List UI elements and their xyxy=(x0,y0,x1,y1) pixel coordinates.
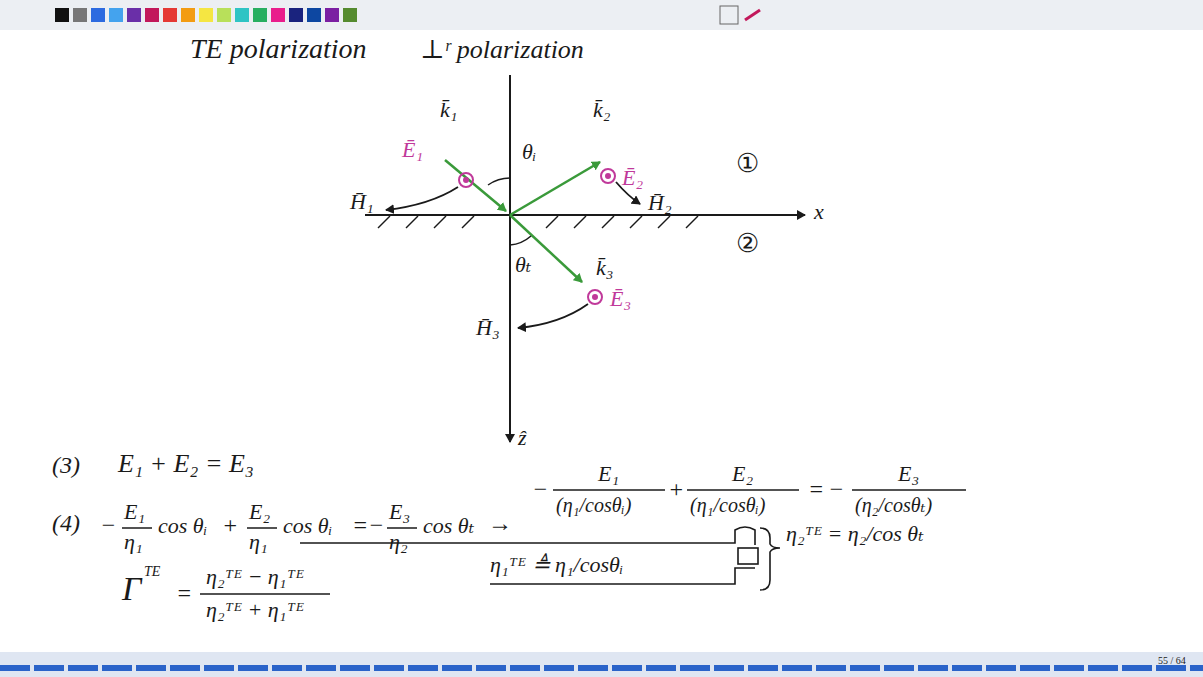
equation-term: E₃ xyxy=(898,462,919,486)
equation-term: = xyxy=(176,580,192,606)
equation-term: η₁ xyxy=(249,530,268,554)
equation-term: + xyxy=(222,512,238,538)
field-label: H̄₁ xyxy=(350,190,374,214)
transmitted-wave-vector xyxy=(510,215,582,282)
incidence-angle-arc xyxy=(488,178,510,185)
toolbar xyxy=(0,0,1203,30)
field-label: Ē₂ xyxy=(622,166,643,190)
h-field-vectors xyxy=(386,182,640,328)
equation-term: → xyxy=(488,510,512,536)
field-label: H̄₃ xyxy=(476,316,500,340)
equation-term: (η₁/cosθᵢ) xyxy=(556,494,631,516)
subtitle: ⊥ʳ polarization xyxy=(420,36,584,65)
equation-term: = xyxy=(808,476,824,502)
region-number: ① xyxy=(736,150,759,179)
equation-term: E₁ xyxy=(124,500,145,524)
page-number: 55 / 64 xyxy=(1158,655,1186,666)
field-label: H̄₂ xyxy=(648,191,672,215)
region-number: ② xyxy=(736,230,759,259)
equation-term: (η₂/cosθₜ) xyxy=(855,494,932,516)
equation-term: = xyxy=(352,512,368,538)
axis-label: ẑ xyxy=(518,426,527,450)
equation-term: (η₁/cosθᵢ) xyxy=(690,494,765,516)
definition: η₁ᵀᴱ ≜ η₁/cosθᵢ xyxy=(490,553,623,577)
equation-term: cos θₜ xyxy=(423,514,474,538)
equation-term: cos θᵢ xyxy=(283,514,332,538)
angle-label: θᵢ xyxy=(522,140,536,164)
equation-term: − xyxy=(100,512,116,538)
equation-term: Γ xyxy=(122,570,141,607)
equation-term: E₂ xyxy=(249,500,270,524)
field-label: Ē₃ xyxy=(610,287,631,311)
z-axis xyxy=(509,75,511,442)
progress-strip xyxy=(0,665,1203,671)
transmission-angle-arc xyxy=(510,236,531,245)
x-axis xyxy=(365,214,805,216)
interface-hatch xyxy=(378,216,698,228)
vector-label: k̄₂ xyxy=(593,98,610,122)
equation-number: (3) xyxy=(52,452,80,478)
equation-term: η₂ xyxy=(389,530,408,554)
angle-label: θₜ xyxy=(515,253,531,277)
equation-term: − xyxy=(828,476,844,502)
bottom-bar xyxy=(0,652,1203,677)
equation-term: E₂ xyxy=(732,462,753,486)
e-field-symbols xyxy=(459,169,615,304)
equation-term: TE xyxy=(144,564,160,579)
equation-term: − xyxy=(368,512,384,538)
axis-label: x xyxy=(814,200,824,224)
slide-title: TE polarization xyxy=(190,34,367,65)
equation-term: η₂ᵀᴱ + η₁ᵀᴱ xyxy=(206,598,304,622)
fraction-bars xyxy=(122,490,966,594)
equation-term: E₁ xyxy=(598,462,619,486)
reflected-wave-vector xyxy=(510,162,600,215)
equation-term: cos θᵢ xyxy=(158,514,207,538)
incident-wave-vector xyxy=(445,160,506,211)
equation-term: + xyxy=(668,476,684,502)
equation-term: η₂ᵀᴱ − η₁ᵀᴱ xyxy=(206,565,304,589)
toolbar-colors xyxy=(55,6,760,24)
equation-term: η₁ xyxy=(124,530,143,554)
equation: E₁ + E₂ = E₃ xyxy=(118,450,254,479)
field-label: Ē₁ xyxy=(402,138,423,162)
definition: η₂ᵀᴱ = η₂/cos θₜ xyxy=(786,522,924,546)
equation-number: (4) xyxy=(52,510,80,536)
vector-label: k̄₁ xyxy=(440,98,457,122)
equation-term: − xyxy=(532,476,548,502)
vector-label: k̄₃ xyxy=(596,256,613,280)
equation-term: E₃ xyxy=(389,500,410,524)
